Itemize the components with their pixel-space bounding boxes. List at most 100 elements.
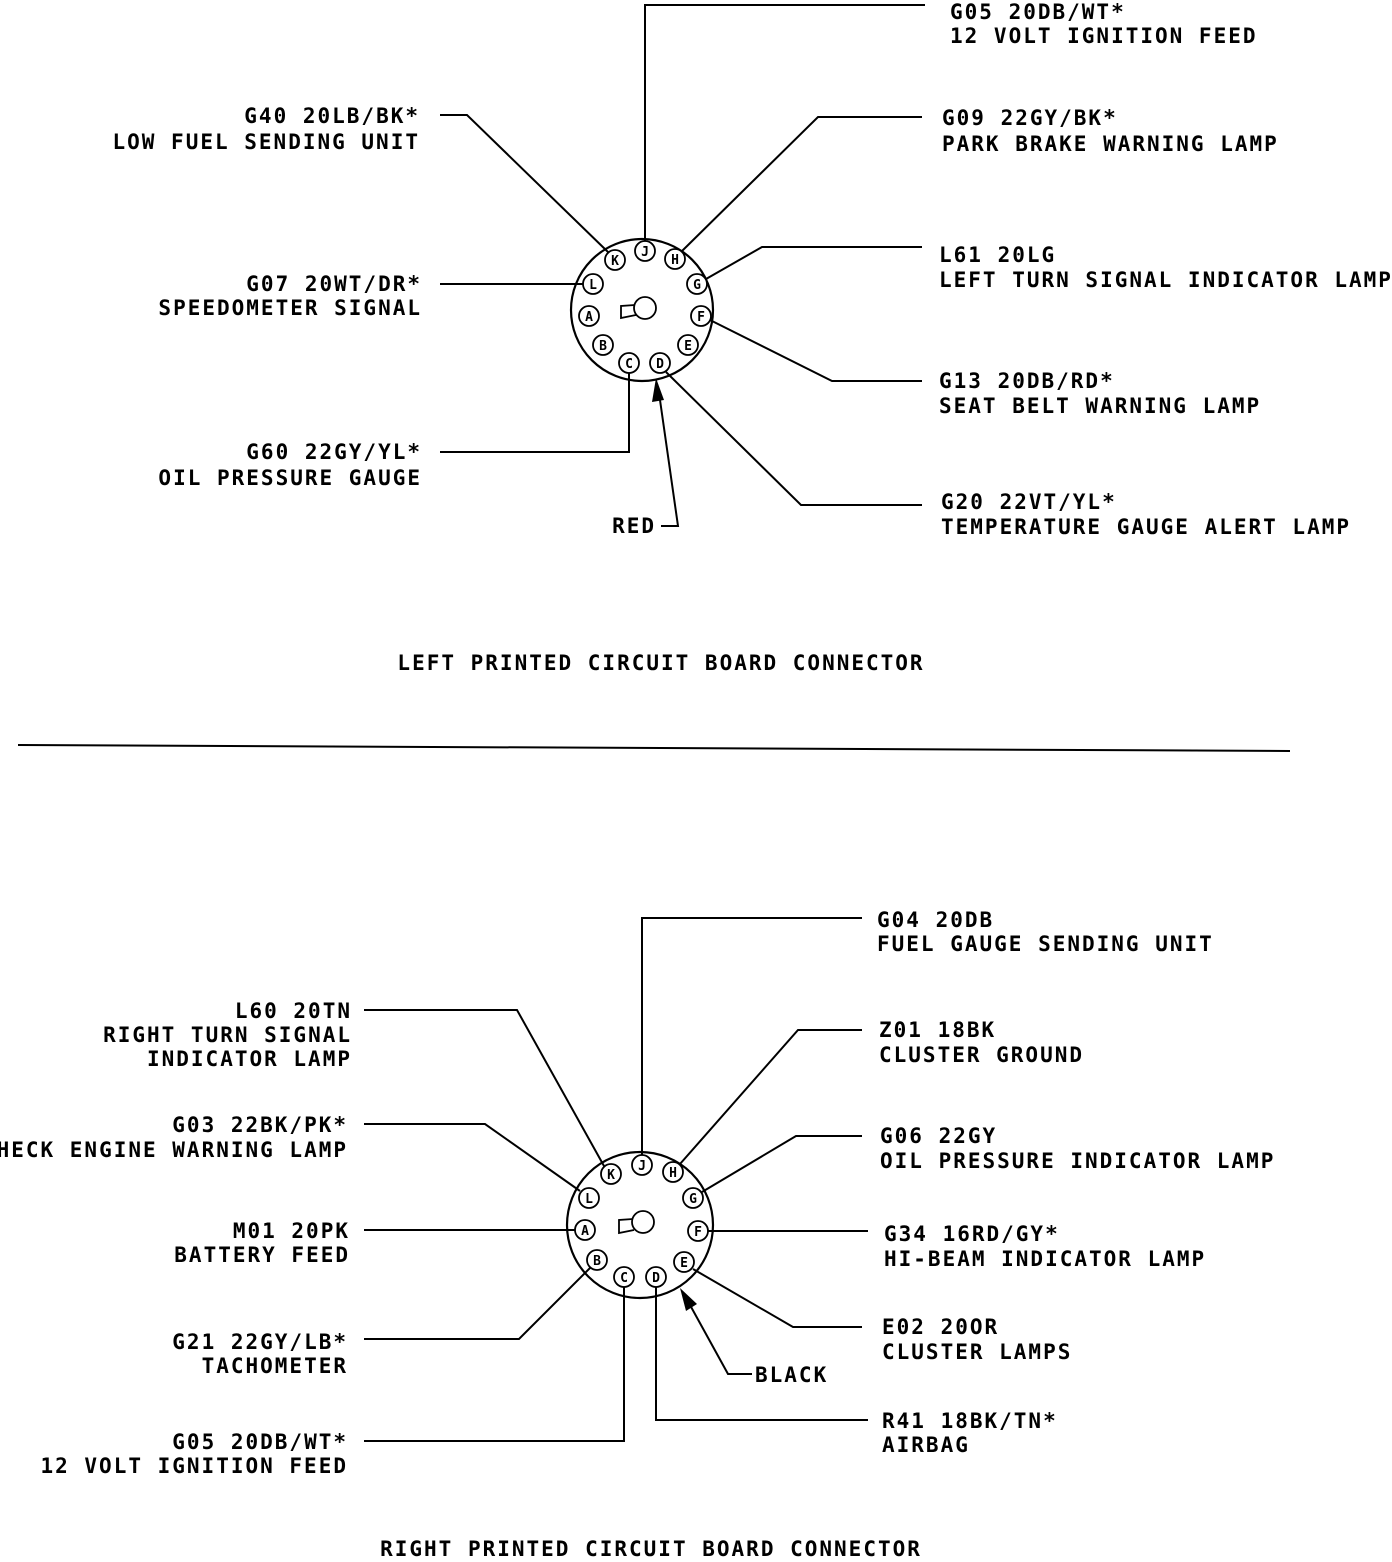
svg-text:B: B: [593, 1254, 601, 1269]
svg-text:G09 22GY/BK*: G09 22GY/BK*: [942, 106, 1118, 130]
right-pin-d: D: [645, 1266, 667, 1288]
svg-text:G: G: [689, 1192, 697, 1207]
section-divider: [17, 744, 1291, 752]
right-label-j: G04 20DB FUEL GAUGE SENDING UNIT: [877, 908, 1212, 956]
left-label-d: G20 22VT/YL* TEMPERATURE GAUGE ALERT LAM…: [941, 490, 1349, 539]
right-label-f: G34 16RD/GY* HI-BEAM INDICATOR LAMP: [884, 1222, 1206, 1271]
right-indicator-leader: [689, 1304, 752, 1375]
left-label-f: G13 20DB/RD* SEAT BELT WARNING LAMP: [939, 369, 1259, 418]
svg-text:G06 22GY: G06 22GY: [880, 1124, 997, 1148]
svg-text:M01 20PK: M01 20PK: [233, 1219, 350, 1243]
right-label-e: E02 20OR CLUSTER LAMPS: [882, 1315, 1072, 1364]
right-connector-shell: [565, 1150, 715, 1300]
right-pin-g: G: [682, 1187, 704, 1209]
right-label-b: G21 22GY/LB* TACHOMETER: [172, 1330, 348, 1378]
right-wire-h: [679, 1029, 862, 1165]
svg-text:G07 20WT/DR*: G07 20WT/DR*: [246, 272, 422, 296]
right-connector-key-icon: [631, 1210, 655, 1234]
left-pin-f: F: [690, 305, 712, 327]
right-indicator-label: BLACK: [755, 1363, 828, 1387]
left-pin-c: C: [618, 352, 640, 374]
svg-text:F: F: [697, 310, 705, 325]
right-pin-b: B: [586, 1249, 608, 1271]
right-label-a: M01 20PK BATTERY FEED: [174, 1219, 350, 1267]
left-indicator-leader: [659, 399, 680, 527]
svg-text:PARK BRAKE WARNING LAMP: PARK BRAKE WARNING LAMP: [942, 132, 1279, 156]
right-pin-h: H: [662, 1161, 684, 1183]
left-label-c: G60 22GY/YL* OIL PRESSURE GAUGE: [158, 440, 422, 490]
right-label-l: G03 22BK/PK* CHECK ENGINE WARNING LAMP: [0, 1113, 348, 1162]
svg-text:RIGHT TURN SIGNAL: RIGHT TURN SIGNAL: [103, 1023, 352, 1047]
right-wire-d: [655, 1287, 868, 1421]
left-label-g: L61 20LG LEFT TURN SIGNAL INDICATOR LAMP: [939, 243, 1392, 292]
right-pin-e: E: [673, 1251, 695, 1273]
svg-text:D: D: [656, 357, 664, 372]
svg-text:G40 20LB/BK*: G40 20LB/BK*: [244, 104, 420, 128]
svg-text:H: H: [669, 1166, 677, 1181]
svg-text:E: E: [684, 339, 692, 354]
left-label-j: G05 20DB/WT* 12 VOLT IGNITION FEED: [950, 0, 1258, 48]
right-pin-j: J: [631, 1154, 653, 1176]
svg-text:G05 20DB/WT*: G05 20DB/WT*: [172, 1430, 348, 1454]
left-wire-k: [440, 114, 609, 253]
right-pin-f: F: [687, 1220, 709, 1242]
svg-text:E02 20OR: E02 20OR: [882, 1315, 999, 1339]
left-indicator-label: RED: [612, 514, 656, 538]
svg-text:K: K: [607, 1168, 615, 1183]
svg-text:OIL PRESSURE INDICATOR LAMP: OIL PRESSURE INDICATOR LAMP: [880, 1149, 1275, 1173]
svg-text:L: L: [589, 278, 597, 293]
left-pin-e: E: [677, 334, 699, 356]
svg-text:G13 20DB/RD*: G13 20DB/RD*: [939, 369, 1115, 393]
right-label-d: R41 18BK/TN* AIRBAG: [882, 1409, 1058, 1457]
left-connector-key-tab: [620, 304, 637, 320]
svg-text:R41 18BK/TN*: R41 18BK/TN*: [882, 1409, 1058, 1433]
svg-text:OIL PRESSURE GAUGE: OIL PRESSURE GAUGE: [158, 466, 422, 490]
left-connector: K J H G F E D C B A L G05 20DB/WT* 12 VO…: [112, 0, 1392, 675]
left-connector-key-icon: [633, 296, 657, 320]
svg-text:TACHOMETER: TACHOMETER: [202, 1354, 348, 1378]
right-wire-e: [692, 1268, 862, 1328]
left-pin-l: L: [582, 273, 604, 295]
right-indicator-arrow-icon: [680, 1288, 697, 1311]
right-wire-l: [364, 1123, 581, 1192]
svg-text:J: J: [638, 1159, 646, 1174]
svg-text:LEFT TURN SIGNAL INDICATOR LAM: LEFT TURN SIGNAL INDICATOR LAMP: [939, 268, 1392, 292]
left-label-k: G40 20LB/BK* LOW FUEL SENDING UNIT: [112, 104, 420, 154]
left-pin-b: B: [592, 334, 614, 356]
left-pin-h: H: [664, 248, 686, 270]
svg-text:K: K: [611, 254, 619, 269]
svg-text:HI-BEAM INDICATOR LAMP: HI-BEAM INDICATOR LAMP: [884, 1247, 1206, 1271]
right-connector: K J H G F E D C B A L G04 20DB FUEL GAUG…: [0, 908, 1275, 1561]
svg-text:D: D: [652, 1271, 660, 1286]
left-wire-j: [644, 4, 925, 241]
right-pin-k: K: [600, 1163, 622, 1185]
svg-text:CLUSTER GROUND: CLUSTER GROUND: [879, 1043, 1084, 1067]
right-wire-j: [641, 917, 862, 1155]
right-label-h: Z01 18BK CLUSTER GROUND: [879, 1018, 1084, 1067]
svg-text:12 VOLT IGNITION FEED: 12 VOLT IGNITION FEED: [950, 24, 1258, 48]
svg-text:INDICATOR LAMP: INDICATOR LAMP: [147, 1047, 352, 1071]
svg-text:B: B: [599, 339, 607, 354]
left-wire-g: [705, 246, 922, 280]
left-label-h: G09 22GY/BK* PARK BRAKE WARNING LAMP: [942, 106, 1279, 156]
left-pin-g: G: [686, 273, 708, 295]
svg-text:BATTERY FEED: BATTERY FEED: [174, 1243, 350, 1267]
left-wire-h: [681, 116, 922, 252]
svg-text:SPEEDOMETER SIGNAL: SPEEDOMETER SIGNAL: [158, 296, 422, 320]
svg-text:12 VOLT IGNITION FEED: 12 VOLT IGNITION FEED: [40, 1454, 348, 1478]
svg-text:G20 22VT/YL*: G20 22VT/YL*: [941, 490, 1117, 514]
svg-text:G21 22GY/LB*: G21 22GY/LB*: [172, 1330, 348, 1354]
right-wire-g: [701, 1135, 862, 1193]
svg-text:AIRBAG: AIRBAG: [882, 1433, 970, 1457]
svg-text:F: F: [694, 1225, 702, 1240]
left-pin-k: K: [604, 249, 626, 271]
right-pin-c: C: [613, 1266, 635, 1288]
svg-text:G03 22BK/PK*: G03 22BK/PK*: [172, 1113, 348, 1137]
svg-text:L61 20LG: L61 20LG: [939, 243, 1056, 267]
right-pin-a: A: [574, 1219, 596, 1241]
svg-text:J: J: [641, 245, 649, 260]
left-wire-d: [665, 371, 922, 506]
svg-text:CLUSTER LAMPS: CLUSTER LAMPS: [882, 1340, 1072, 1364]
right-label-g: G06 22GY OIL PRESSURE INDICATOR LAMP: [880, 1124, 1275, 1173]
right-wire-b: [364, 1267, 591, 1340]
